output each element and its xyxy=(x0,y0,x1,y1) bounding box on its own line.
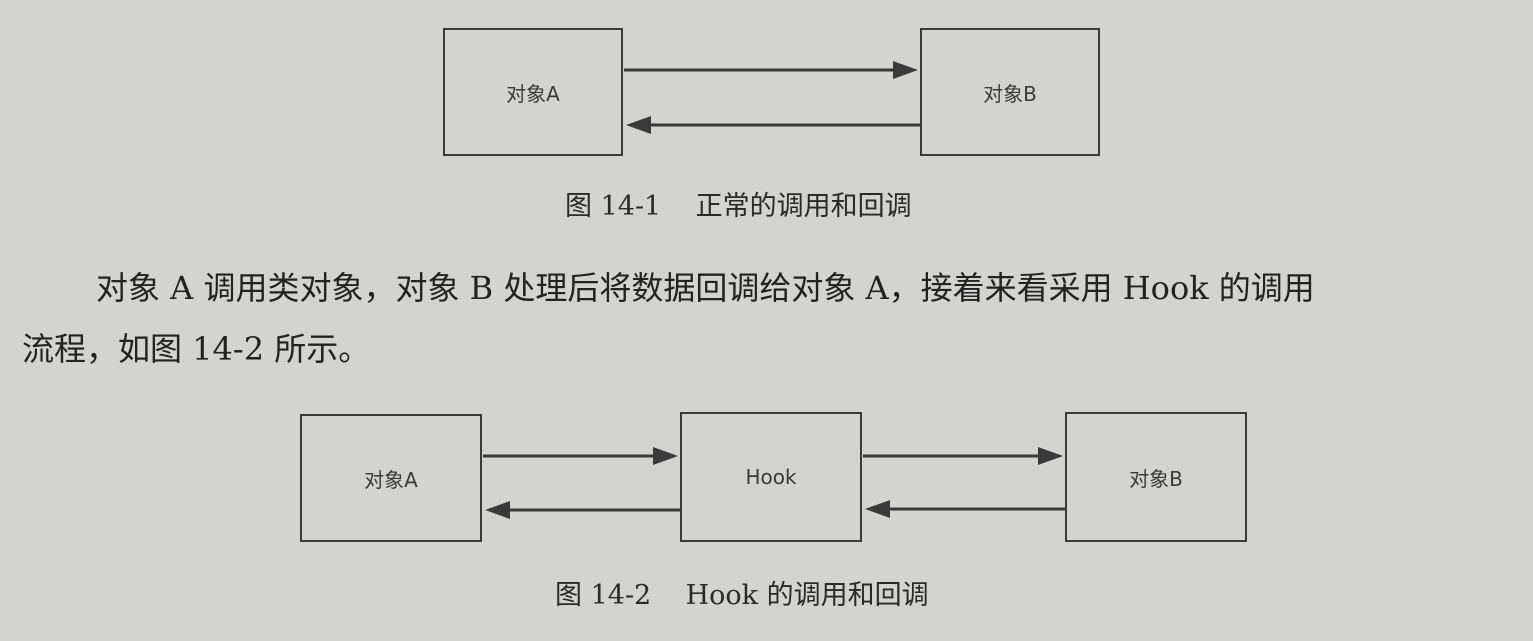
figure2-object-b-box: 对象B xyxy=(1065,412,1247,542)
figure2-hook-box: Hook xyxy=(680,412,862,542)
figure2-call-arrow-a-to-hook xyxy=(483,447,678,465)
figure2-caption: 图 14-2 Hook 的调用和回调 xyxy=(555,580,929,611)
figure2-object-b-label: 对象B xyxy=(1129,466,1183,491)
figure2-callback-arrow-hook-to-a xyxy=(485,501,680,519)
paragraph-line-2: 流程，如图 14-2 所示。 xyxy=(22,330,371,368)
figure2-callback-arrow-b-to-hook xyxy=(865,500,1065,518)
figure1-object-b-box: 对象B xyxy=(920,28,1100,156)
figure2-object-a-box: 对象A xyxy=(300,414,482,542)
figure1-caption: 图 14-1 正常的调用和回调 xyxy=(565,191,912,222)
figure2-hook-label: Hook xyxy=(745,465,797,489)
figure1-object-b-label: 对象B xyxy=(983,81,1037,106)
figure1-object-a-label: 对象A xyxy=(506,81,560,106)
figure1-object-a-box: 对象A xyxy=(443,28,623,156)
figure2-call-arrow-hook-to-b xyxy=(863,447,1063,465)
figure2-object-a-label: 对象A xyxy=(364,467,418,492)
figure1-callback-arrow xyxy=(626,116,920,134)
figure1-call-arrow xyxy=(624,61,918,79)
paragraph-line-1: 对象 A 调用类对象，对象 B 处理后将数据回调给对象 A，接着来看采用 Hoo… xyxy=(96,269,1315,307)
